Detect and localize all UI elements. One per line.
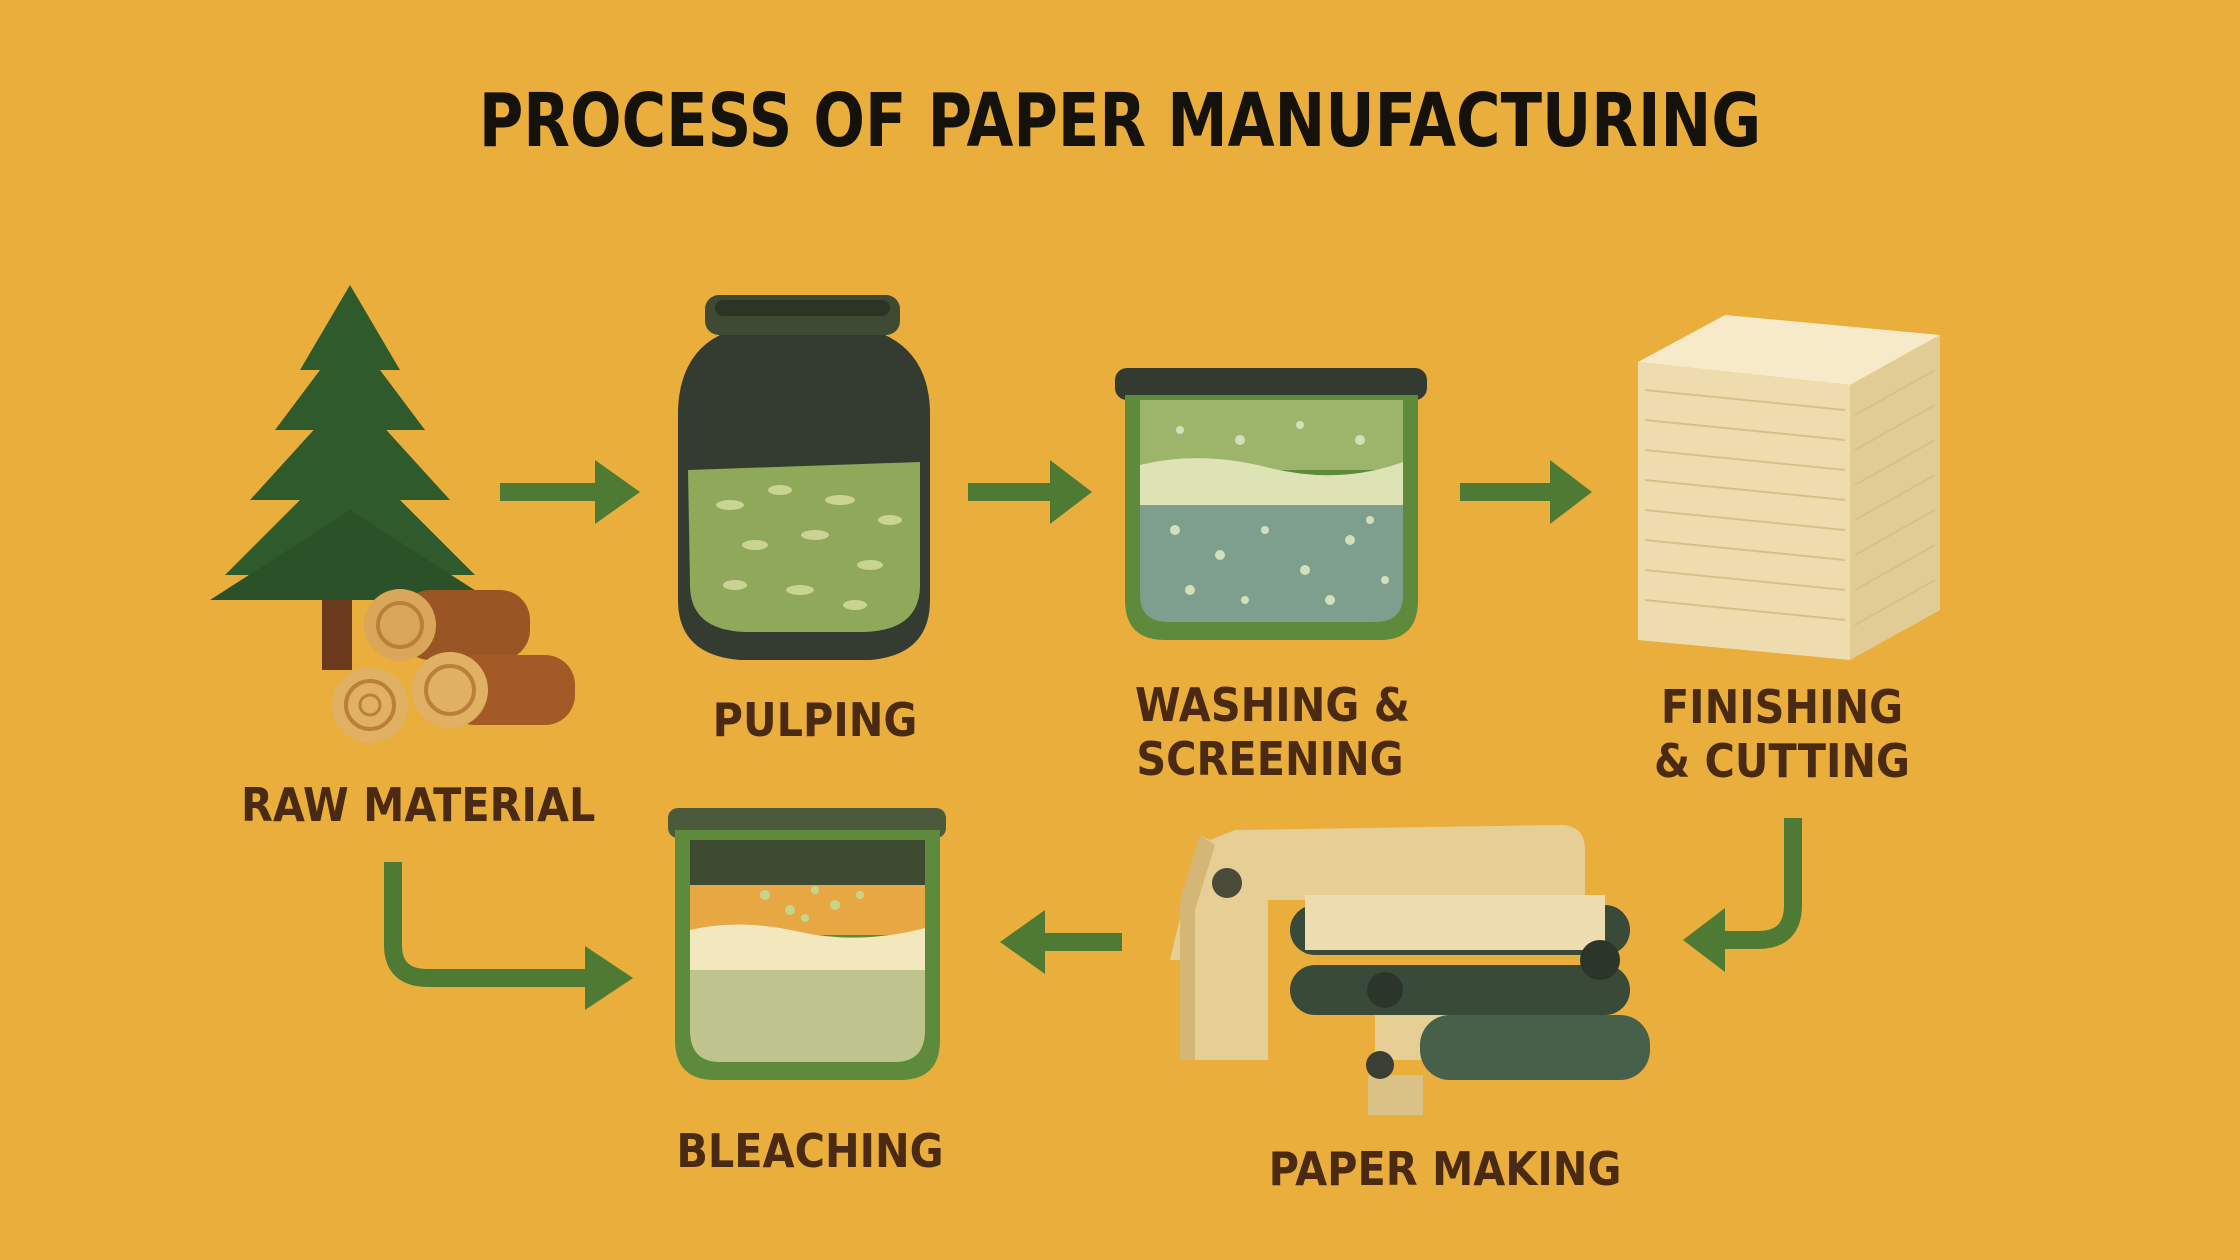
logs-icon — [332, 589, 575, 743]
label-finishing-line1: FINISHING — [1660, 680, 1904, 734]
label-paper-making: PAPER MAKING — [1268, 1142, 1622, 1196]
label-pulping: PULPING — [712, 693, 918, 747]
pulping-jar-icon — [678, 295, 930, 660]
paper-machine-icon — [1170, 825, 1650, 1115]
flow-arrows — [384, 483, 1802, 987]
label-finishing-line2: & CUTTING — [1654, 734, 1910, 788]
label-bleaching: BLEACHING — [676, 1124, 944, 1178]
arrow-heads — [585, 460, 1725, 1010]
arrow-raw-to-bleaching — [384, 862, 590, 987]
label-washing-line1: WASHING & — [1135, 678, 1410, 732]
label-washing-line2: SCREENING — [1136, 732, 1404, 786]
page-title: PROCESS OF PAPER MANUFACTURING — [478, 78, 1762, 164]
washing-tank-icon — [1115, 368, 1427, 640]
label-raw-material: RAW MATERIAL — [241, 778, 596, 832]
tree-icon — [210, 285, 490, 670]
arrow-finishing-to-papermaking — [1720, 818, 1802, 949]
bleaching-tank-icon — [668, 808, 946, 1080]
paper-stack-icon — [1638, 315, 1940, 660]
